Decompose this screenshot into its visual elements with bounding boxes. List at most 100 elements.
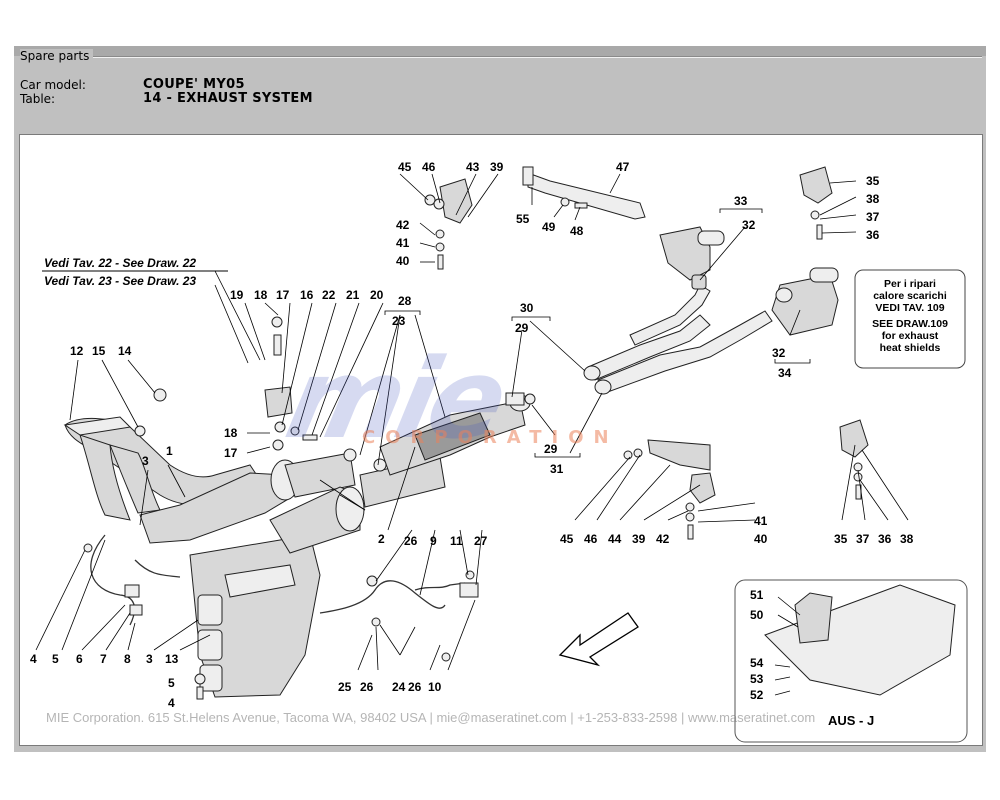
callout-36a[interactable]: 36	[866, 228, 880, 242]
callout-17a[interactable]: 17	[276, 288, 290, 302]
callout-29b[interactable]: 29	[544, 442, 558, 456]
group-box-line	[88, 56, 982, 58]
callout-53[interactable]: 53	[750, 672, 764, 686]
callout-47[interactable]: 47	[616, 160, 630, 174]
intermediate-pipes	[583, 284, 773, 395]
callout-labels: 1 2 3 3 4 4 5 5 6 7 8 9 10 11 41 12 13 1…	[30, 160, 914, 710]
callout-5b[interactable]: 5	[168, 676, 175, 690]
callout-39b[interactable]: 39	[632, 532, 646, 546]
callout-37b[interactable]: 37	[856, 532, 870, 546]
callout-30[interactable]: 30	[520, 301, 534, 315]
callout-21[interactable]: 21	[346, 288, 360, 302]
callout-22[interactable]: 22	[322, 288, 336, 302]
callout-1[interactable]: 1	[166, 444, 173, 458]
callout-54[interactable]: 54	[750, 656, 764, 670]
callout-9[interactable]: 9	[430, 534, 437, 548]
callout-51[interactable]: 51	[750, 588, 764, 602]
rear-silencer-left	[659, 226, 725, 290]
callout-55[interactable]: 55	[516, 212, 530, 226]
callout-14[interactable]: 14	[118, 344, 132, 358]
callout-32a[interactable]: 32	[742, 218, 756, 232]
callout-38a[interactable]: 38	[866, 192, 880, 206]
see-draw-23[interactable]: Vedi Tav. 23 - See Draw. 23	[44, 274, 196, 288]
exhaust-manifold-upper	[63, 416, 261, 521]
callout-46a[interactable]: 46	[422, 160, 436, 174]
rear-silencer-right	[771, 267, 839, 336]
callout-2[interactable]: 2	[378, 532, 385, 546]
callout-46b[interactable]: 46	[584, 532, 598, 546]
callout-50[interactable]: 50	[750, 608, 764, 622]
callout-52[interactable]: 52	[750, 688, 764, 702]
callout-6[interactable]: 6	[76, 652, 83, 666]
callout-13[interactable]: 13	[165, 652, 179, 666]
panel-header-strip	[14, 46, 986, 56]
inset-label: AUS - J	[828, 713, 874, 728]
callout-40a[interactable]: 40	[396, 254, 410, 268]
callout-35a[interactable]: 35	[866, 174, 880, 188]
car-model-value: COUPE' MY05	[143, 77, 245, 92]
callout-40b[interactable]: 40	[754, 532, 768, 546]
front-direction-arrow	[558, 612, 639, 667]
callout-42b[interactable]: 42	[656, 532, 670, 546]
callout-10[interactable]: 10	[428, 680, 442, 694]
callout-45b[interactable]: 45	[560, 532, 574, 546]
mie-watermark-corporation: CORPORATION	[362, 427, 619, 448]
callout-3b[interactable]: 3	[146, 652, 153, 666]
callout-31[interactable]: 31	[550, 462, 564, 476]
callout-18a[interactable]: 18	[254, 288, 268, 302]
callout-28[interactable]: 28	[398, 294, 412, 308]
callout-4a[interactable]: 4	[30, 652, 37, 666]
callout-26c[interactable]: 26	[408, 680, 422, 694]
spare-parts-panel: Spare parts Car model: COUPE' MY05 Table…	[14, 46, 986, 752]
callout-42a[interactable]: 42	[396, 218, 410, 232]
callout-26a[interactable]: 26	[404, 534, 418, 548]
note-line-4: SEE DRAW.109	[872, 318, 948, 330]
callout-34[interactable]: 34	[778, 366, 792, 380]
callout-43[interactable]: 43	[466, 160, 480, 174]
callout-32b[interactable]: 32	[772, 346, 786, 360]
leader-lines	[35, 173, 909, 696]
callout-26b[interactable]: 26	[360, 680, 374, 694]
callout-19[interactable]: 19	[230, 288, 244, 302]
see-draw-22[interactable]: Vedi Tav. 22 - See Draw. 22	[44, 256, 196, 270]
note-line-6: heat shields	[880, 342, 941, 354]
catalytic-converter-right	[269, 456, 446, 554]
callout-11b[interactable]: 41	[754, 514, 768, 528]
callout-17b[interactable]: 17	[224, 446, 238, 460]
callout-48[interactable]: 48	[570, 224, 584, 238]
callout-44[interactable]: 44	[608, 532, 622, 546]
callout-5a[interactable]: 5	[52, 652, 59, 666]
callout-38b[interactable]: 38	[900, 532, 914, 546]
callout-36b[interactable]: 36	[878, 532, 892, 546]
callout-11a[interactable]: 11	[450, 534, 463, 548]
callout-27[interactable]: 27	[474, 534, 488, 548]
callout-33[interactable]: 33	[734, 194, 748, 208]
callout-39a[interactable]: 39	[490, 160, 504, 174]
callout-8[interactable]: 8	[124, 652, 131, 666]
callout-23[interactable]: 23	[392, 314, 406, 328]
note-line-2: calore scarichi	[873, 290, 947, 302]
callout-12[interactable]: 12	[70, 344, 84, 358]
table-value: 14 - EXHAUST SYSTEM	[143, 91, 313, 106]
callout-7[interactable]: 7	[100, 652, 107, 666]
callout-25[interactable]: 25	[338, 680, 352, 694]
callout-18b[interactable]: 18	[224, 426, 238, 440]
heat-shield-note-box	[854, 269, 966, 369]
car-model-label: Car model:	[20, 78, 86, 92]
callout-15[interactable]: 15	[92, 344, 106, 358]
exhaust-manifold-lower	[189, 534, 321, 698]
callout-45a[interactable]: 45	[398, 160, 412, 174]
hanger-brackets	[264, 166, 869, 504]
exploded-diagram[interactable]: Vedi Tav. 22 - See Draw. 22 Vedi Tav. 23…	[19, 134, 983, 746]
callout-24[interactable]: 24	[392, 680, 406, 694]
callout-3a[interactable]: 3	[142, 454, 149, 468]
callout-37a[interactable]: 37	[866, 210, 880, 224]
small-fasteners	[83, 194, 863, 700]
callout-35b[interactable]: 35	[834, 532, 848, 546]
callout-16[interactable]: 16	[300, 288, 314, 302]
callout-41[interactable]: 41	[396, 236, 410, 250]
callout-49[interactable]: 49	[542, 220, 556, 234]
callout-4b[interactable]: 4	[168, 696, 175, 710]
callout-29a[interactable]: 29	[515, 321, 529, 335]
callout-20[interactable]: 20	[370, 288, 384, 302]
